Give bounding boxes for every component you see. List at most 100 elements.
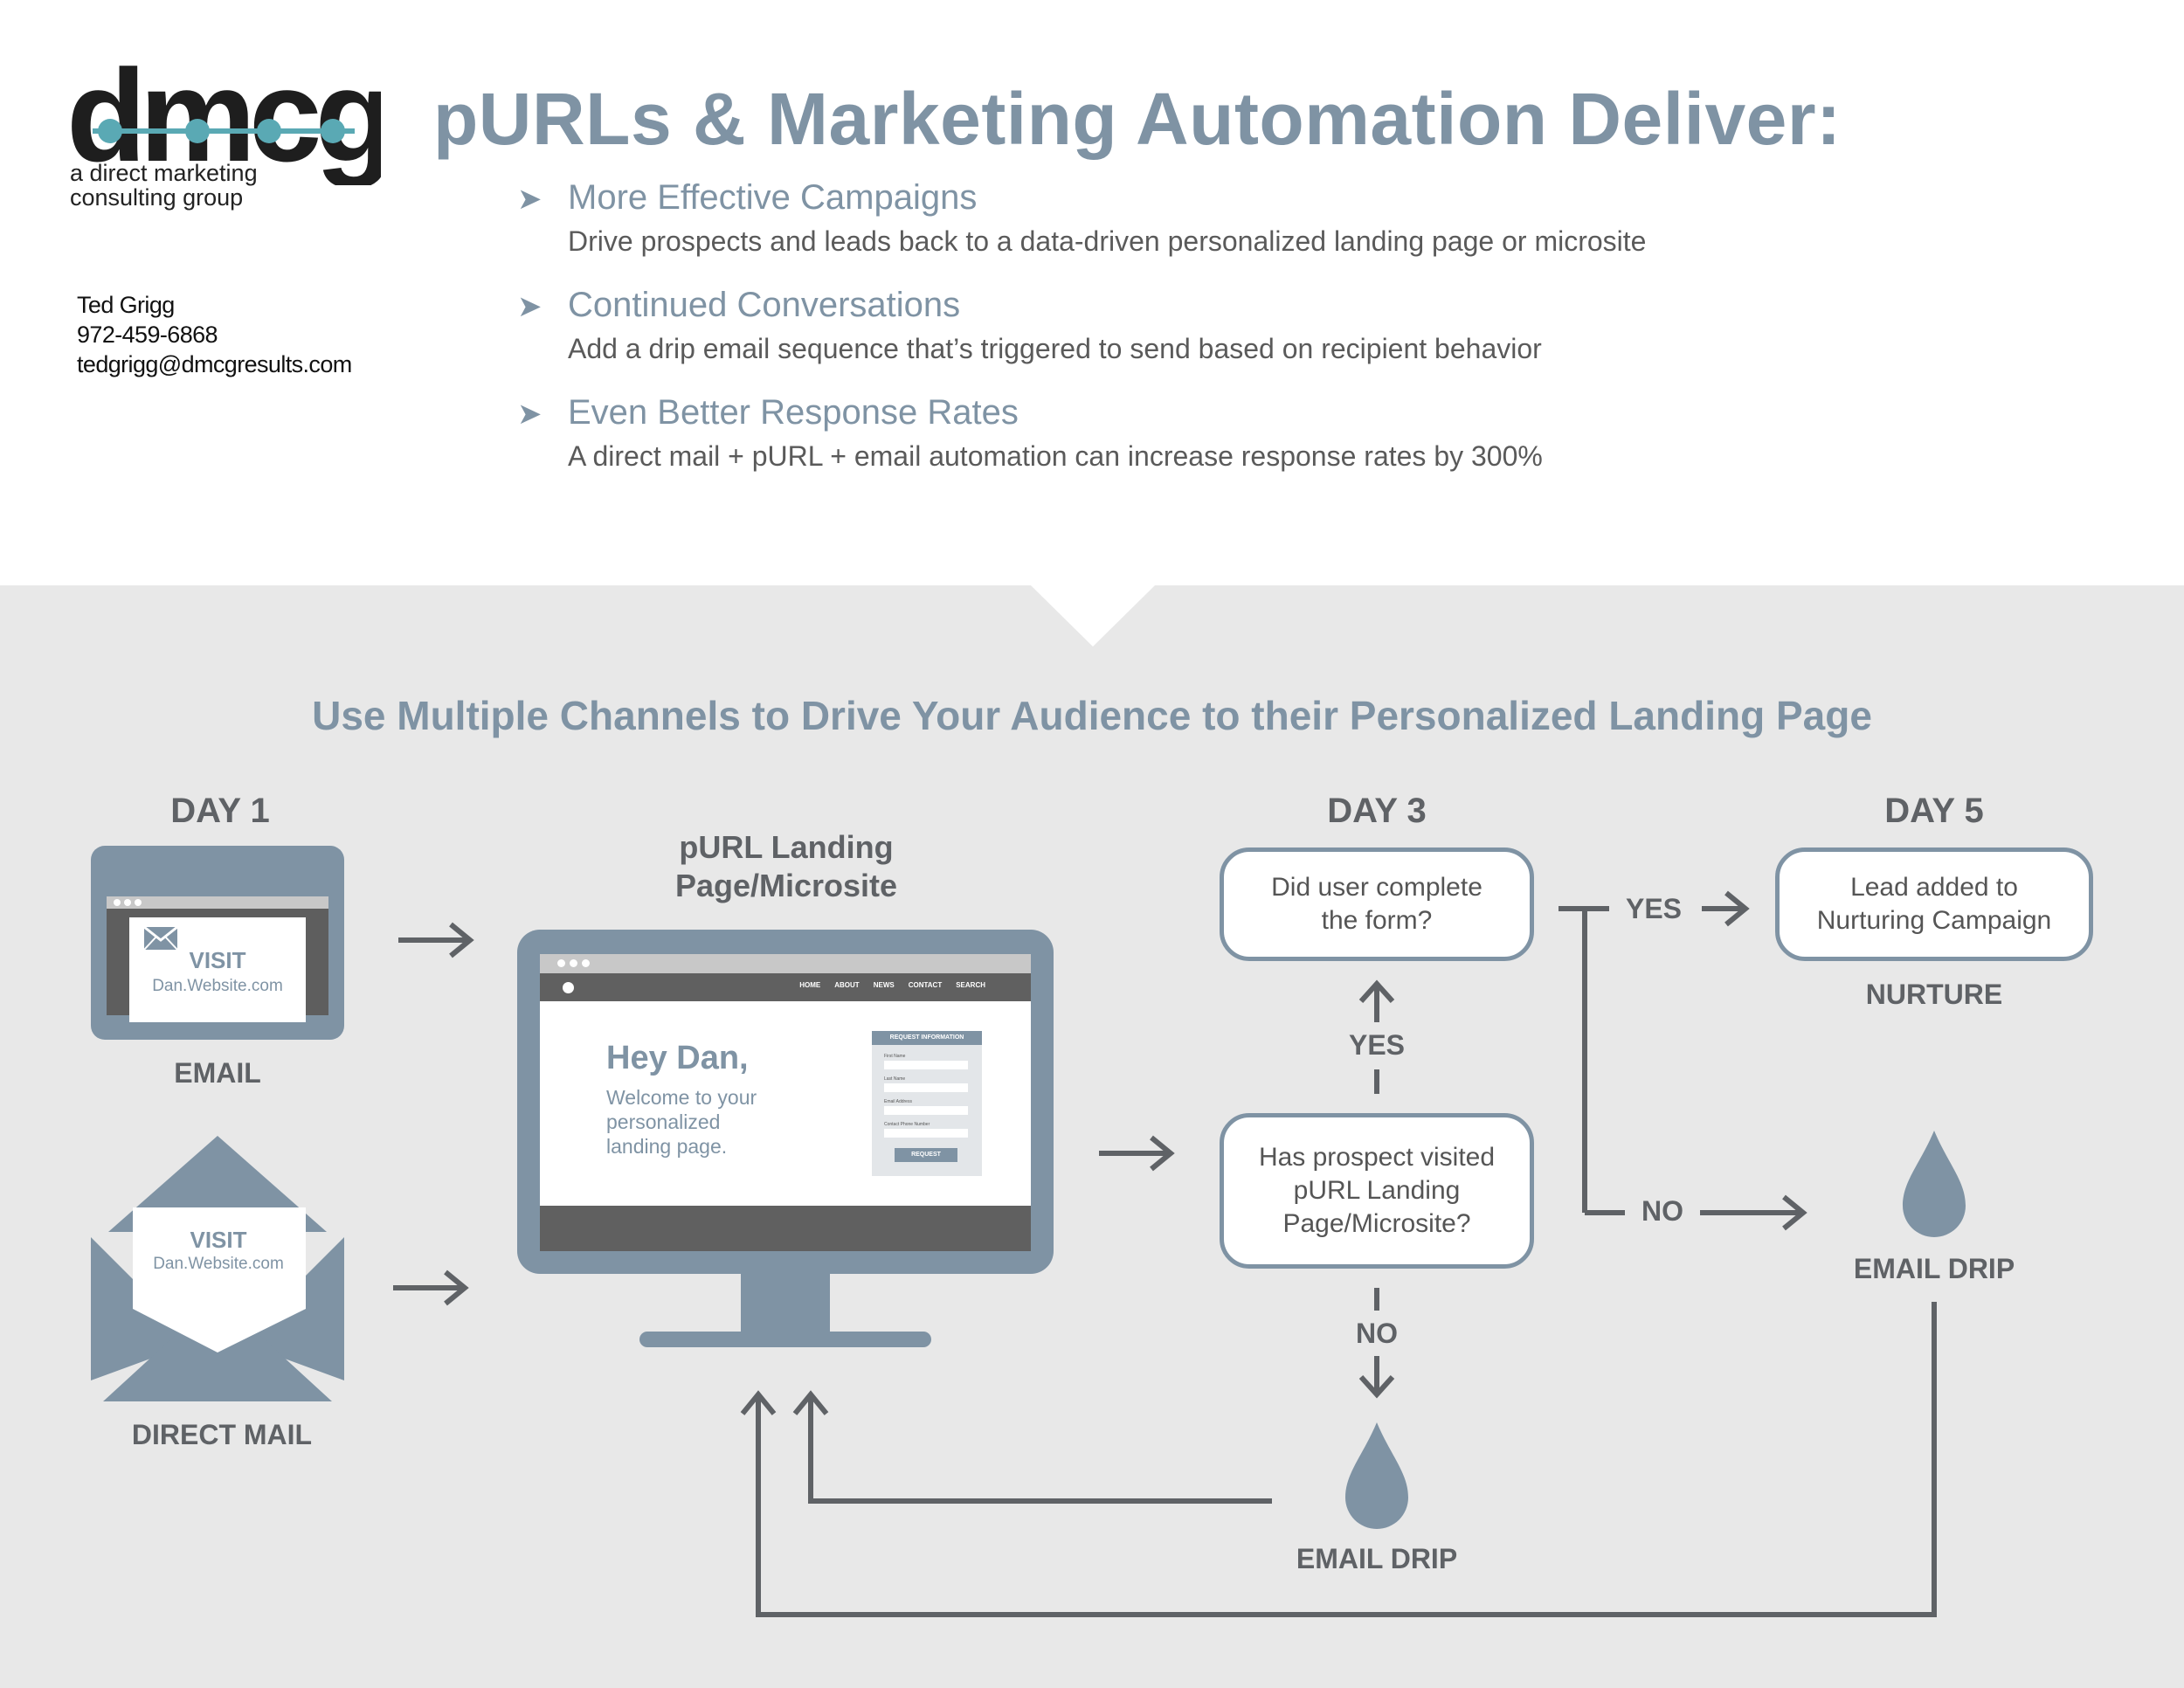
arrowhead-icon xyxy=(444,1269,469,1306)
contact-block: Ted Grigg 972-459-6868 tedgrigg@dmcgresu… xyxy=(77,290,352,379)
logo-wordmark: dmcg xyxy=(66,63,381,185)
no-right-label: NO xyxy=(1641,1195,1683,1227)
form-title: REQUEST INFORMATION xyxy=(872,1031,982,1045)
day-5-label: DAY 5 xyxy=(1884,792,1984,830)
site-footer xyxy=(540,1206,1031,1251)
arrowhead-icon xyxy=(449,922,474,958)
landing-caption: pURL Landing Page/Microsite xyxy=(612,828,961,905)
decision-form-text: Did user complete the form? xyxy=(1271,873,1482,935)
welcome-line: landing page. xyxy=(606,1135,728,1158)
arrowhead-icon xyxy=(792,1390,829,1415)
email-message: VISIT Dan.Website.com xyxy=(129,917,306,1022)
logo-dot xyxy=(98,119,122,143)
email-url: Dan.Website.com xyxy=(152,977,283,995)
form-field-label: Last Name xyxy=(884,1076,906,1082)
yes-right-label: YES xyxy=(1625,893,1683,924)
arrowhead-icon: ➤ xyxy=(517,183,543,216)
tagline-line: a direct marketing xyxy=(70,160,258,186)
yes-up-label: YES xyxy=(1348,1029,1406,1061)
arrowhead-icon xyxy=(740,1390,777,1415)
form-input[interactable] xyxy=(884,1083,968,1092)
landing-caption-line: Page/Microsite xyxy=(674,868,898,903)
email-window-icon: VISIT Dan.Website.com xyxy=(91,846,344,1040)
bullet-description: Add a drip email sequence that’s trigger… xyxy=(568,333,1542,364)
monitor-icon: HOME ABOUT NEWS CONTACT SEARCH Hey Dan, … xyxy=(517,930,1054,1274)
form-field-label: Email Address xyxy=(884,1099,912,1104)
logo-dot xyxy=(185,119,210,143)
lead-nurture-text: Lead added to Nurturing Campaign xyxy=(1816,873,2052,935)
form-field-label: Contact Phone Number xyxy=(884,1122,930,1127)
window-dot xyxy=(124,899,131,906)
form-request-button[interactable]: REQUEST xyxy=(895,1148,957,1162)
logo-dot xyxy=(321,119,345,143)
bullet-heading: More Effective Campaigns xyxy=(568,178,978,217)
notch-pointer xyxy=(1031,585,1155,647)
bullet-description: Drive prospects and leads back to a data… xyxy=(568,225,1647,257)
no-down-label: NO xyxy=(1356,1318,1398,1349)
day-3-label: DAY 3 xyxy=(1327,792,1427,830)
loop-drip-to-landing xyxy=(808,1394,1272,1504)
nav-about[interactable]: ABOUT xyxy=(834,981,860,989)
site-nav-links: HOME ABOUT NEWS CONTACT SEARCH xyxy=(799,981,985,989)
form-input[interactable] xyxy=(884,1129,968,1138)
bullet-heading: Continued Conversations xyxy=(568,286,961,324)
form-field-label: First Name xyxy=(884,1054,906,1059)
email-drip-right-label: EMAIL DRIP xyxy=(1853,1253,2015,1284)
decision-visit-box: Has prospect visited pURL Landing Page/M… xyxy=(1220,1113,1534,1269)
welcome-line: personalized xyxy=(606,1110,721,1133)
monitor-screen: HOME ABOUT NEWS CONTACT SEARCH Hey Dan, … xyxy=(540,954,1031,1251)
email-visit-label: VISIT xyxy=(189,947,246,973)
email-window-titlebar xyxy=(107,896,328,909)
landing-welcome: Welcome to your personalized landing pag… xyxy=(606,1085,757,1159)
loop-right-drip-to-landing xyxy=(756,1302,1937,1617)
contact-phone: 972-459-6868 xyxy=(77,322,218,348)
nav-news[interactable]: NEWS xyxy=(873,981,895,989)
direct-mail-caption: DIRECT MAIL xyxy=(131,1419,313,1450)
diagram-subtitle: Use Multiple Channels to Drive Your Audi… xyxy=(312,693,1872,738)
email-caption: EMAIL xyxy=(174,1057,261,1089)
arrowhead-icon xyxy=(1782,1194,1807,1231)
direct-mail-envelope-icon xyxy=(91,1136,344,1401)
diagram-background xyxy=(0,585,2184,1688)
mail-url: Dan.Website.com xyxy=(153,1255,284,1273)
logo: dmcg xyxy=(66,42,395,189)
bullet-heading: Even Better Response Rates xyxy=(568,393,1019,432)
mail-visit-label: VISIT xyxy=(190,1227,247,1253)
site-navbar: HOME ABOUT NEWS CONTACT SEARCH xyxy=(540,973,1031,1001)
window-dot xyxy=(582,959,590,967)
nav-home[interactable]: HOME xyxy=(799,981,821,989)
window-dot xyxy=(570,959,577,967)
monitor-base xyxy=(639,1332,931,1347)
lead-nurture-box: Lead added to Nurturing Campaign xyxy=(1775,847,2093,961)
arrowhead-icon: ➤ xyxy=(517,290,543,323)
site-logo-dot xyxy=(563,982,574,993)
envelope-icon xyxy=(143,926,178,951)
request-form: REQUEST INFORMATION First Name Last Name… xyxy=(872,1031,982,1176)
arrowhead-icon xyxy=(1358,1374,1395,1399)
contact-name: Ted Grigg xyxy=(77,292,175,318)
form-input[interactable] xyxy=(884,1106,968,1115)
nav-search[interactable]: SEARCH xyxy=(956,981,985,989)
arrowhead-icon xyxy=(1724,890,1750,927)
page-title: pURLs & Marketing Automation Deliver: xyxy=(433,78,1842,160)
water-drop-icon xyxy=(1903,1131,1966,1237)
day-1-label: DAY 1 xyxy=(170,792,270,830)
tagline-line: consulting group xyxy=(70,184,244,211)
contact-email: tedgrigg@dmcgresults.com xyxy=(77,351,352,377)
landing-greeting: Hey Dan, xyxy=(606,1040,749,1076)
decision-visit-text: Has prospect visited pURL Landing Page/M… xyxy=(1258,1143,1496,1238)
form-input[interactable] xyxy=(884,1061,968,1069)
nav-contact[interactable]: CONTACT xyxy=(908,981,943,989)
landing-caption-line: pURL Landing xyxy=(679,829,894,865)
monitor-neck xyxy=(741,1272,830,1337)
logo-dot xyxy=(257,119,281,143)
water-drop-icon xyxy=(1345,1422,1408,1529)
window-dot xyxy=(135,899,142,906)
logo-tagline: a direct marketing consulting group xyxy=(70,161,384,210)
bullet-description: A direct mail + pURL + email automation … xyxy=(568,440,1543,472)
welcome-line: Welcome to your xyxy=(606,1086,757,1109)
nurture-label: NURTURE xyxy=(1865,979,2003,1010)
email-drip-bottom-label: EMAIL DRIP xyxy=(1296,1543,1458,1574)
window-dot xyxy=(114,899,121,906)
